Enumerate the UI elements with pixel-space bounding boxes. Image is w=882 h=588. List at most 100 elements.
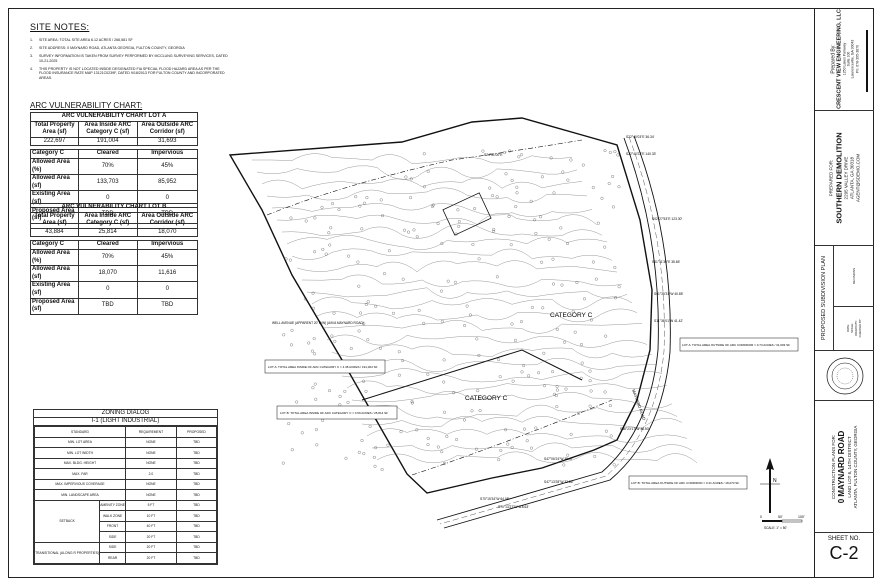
tree-symbol (603, 149, 607, 153)
tree-symbol (332, 311, 336, 315)
tree-symbol (399, 430, 403, 434)
tree-symbol (612, 463, 616, 467)
engineer-seal-icon (826, 357, 864, 395)
tree-symbol (443, 410, 446, 414)
tree-symbol (329, 226, 333, 230)
engineer-line: Ph: 678-395-3870 (854, 44, 859, 74)
zoning-proposed: TBD (175, 489, 218, 501)
arc-value: 222,697 (30, 136, 79, 147)
callout-lot-a-inside: LOT A: TOTAL AREA INSIDE OF ARC CATEGORY… (268, 365, 378, 369)
tree-symbol (282, 333, 286, 337)
tree-symbol (470, 409, 474, 413)
prepared-for-label: PREPARED FOR: (828, 159, 833, 197)
tree-symbol (358, 204, 362, 208)
zoning-proposed: TBD (175, 510, 218, 522)
callout-box (264, 359, 386, 374)
scale-tick: 0 (760, 515, 762, 519)
bearing-label: S47°06'24"W 35.47' (544, 457, 574, 461)
tree-symbol (566, 242, 569, 245)
tree-symbol (473, 207, 477, 211)
tree-symbol (364, 303, 368, 306)
prepared-by-label: Prepared By: (830, 44, 837, 74)
zoning-proposed: TBD (175, 520, 218, 532)
tree-symbol (604, 429, 608, 433)
tree-symbol (522, 364, 526, 368)
tree-symbol (304, 219, 308, 223)
zoning-dialog: ZONING DIALOG I-1 (LIGHT INDUSTRIAL) STA… (33, 409, 218, 565)
tree-symbol (372, 455, 376, 459)
tree-symbol (380, 468, 384, 471)
bearing-label: S47°13'28"W 32.86' (544, 480, 574, 484)
contour-line (261, 177, 583, 190)
north-arrow: N 0 50' 100' SCALE: 1" = 50' (760, 458, 805, 530)
tree-symbol (563, 340, 566, 344)
zoning-requirement: NONE (124, 447, 177, 459)
arc-header: Area Outside ARC Corridor (sf) (136, 211, 198, 229)
tree-symbol (561, 170, 565, 174)
tree-symbol (600, 196, 604, 200)
tree-symbol (344, 456, 348, 460)
revisions-area: REVISIONS (833, 246, 874, 307)
tree-symbol (327, 231, 331, 235)
arc-value: 43,884 (30, 227, 79, 238)
tree-symbol (410, 401, 414, 405)
zoning-subtitle: I-1 (LIGHT INDUSTRIAL) (34, 418, 217, 426)
tree-symbol (357, 450, 361, 454)
scale-text: SCALE: 1" = 50' (764, 526, 787, 530)
tree-symbol (510, 179, 514, 182)
road-edge (443, 135, 671, 529)
tree-symbol (517, 155, 521, 159)
bearing-label: S38°23'17"W 36.50' (620, 427, 650, 431)
tree-symbol (503, 151, 506, 154)
arc-sub-header: Impervious (136, 240, 198, 250)
client-line: ATLANTA, GA 30318 (849, 156, 854, 200)
tree-symbol (457, 224, 461, 228)
tree-symbol (534, 426, 538, 430)
tree-symbol (359, 311, 363, 315)
tree-symbol (549, 156, 553, 160)
tree-symbol (360, 227, 364, 231)
arc-header: Area Inside ARC Category C (sf) (77, 211, 138, 229)
tree-symbol (540, 260, 544, 264)
tree-symbol (426, 443, 430, 447)
arc-row-label: Allowed Area (%) (30, 248, 79, 267)
tree-symbol (547, 237, 551, 241)
tree-symbol (387, 249, 391, 253)
contour-line (366, 428, 688, 443)
project-for-label: CONSTRUCTION PLANS FOR: (830, 434, 836, 499)
tree-symbol (440, 289, 443, 293)
zoning-requirement: 20 FT (124, 541, 177, 553)
client-line: AGENT@SDEMO.COM (855, 153, 860, 203)
tree-symbol (362, 322, 366, 326)
zoning-group-label: TRANSITIONAL (ALONG R PROPERTIES) (33, 541, 101, 564)
tree-symbol (463, 324, 467, 327)
callout-box (628, 475, 748, 490)
title-block-project: CONSTRUCTION PLANS FOR: 0 MAYNARD ROAD L… (815, 401, 874, 533)
tree-symbol (423, 185, 426, 189)
existing-structure (442, 192, 492, 236)
contour-line (276, 213, 598, 226)
drawing-sheet-border (8, 8, 874, 578)
tree-symbol (491, 194, 495, 198)
tree-symbol (401, 359, 405, 363)
zoning-header: REQUIREMENT (124, 426, 177, 438)
tree-symbol (564, 387, 568, 391)
tree-symbol (488, 186, 492, 190)
client-name: SOUTHERN DEMOLITION (834, 132, 843, 224)
zoning-standard: MIN. LOT WIDTH (34, 447, 126, 459)
tree-symbol (373, 464, 377, 468)
zoning-requirement: NONE (124, 489, 177, 501)
arc-sub-header: Cleared (77, 240, 138, 250)
tree-symbol (511, 379, 515, 383)
road-edge (436, 137, 659, 521)
tree-symbol (364, 389, 368, 393)
tree-symbol (594, 277, 598, 281)
tree-symbol (328, 389, 331, 393)
tree-symbol (386, 443, 390, 447)
callout-lot-a-outside: LOT A: TOTAL AREA OUTSIDE OF ARC CORRIDO… (682, 343, 790, 347)
tree-symbol (366, 338, 370, 342)
tree-symbol (440, 319, 444, 323)
tree-symbol (330, 334, 334, 338)
tree-symbol (562, 463, 566, 467)
